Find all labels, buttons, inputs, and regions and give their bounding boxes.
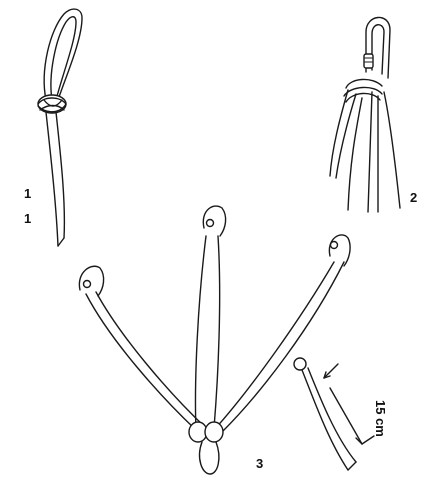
panel1-figure-eight-loop <box>37 8 83 247</box>
panel1-label-a: 1 <box>24 186 31 201</box>
panel3-measure-label: 15 cm <box>373 400 388 437</box>
panel2-label: 2 <box>410 190 417 205</box>
measurement-arrows <box>323 363 375 445</box>
panel2-carabiner-hitch <box>329 16 401 213</box>
panel3-label: 3 <box>256 456 263 471</box>
panel1-label-b: 1 <box>24 211 31 226</box>
panel3-three-anchor-system <box>78 205 357 475</box>
